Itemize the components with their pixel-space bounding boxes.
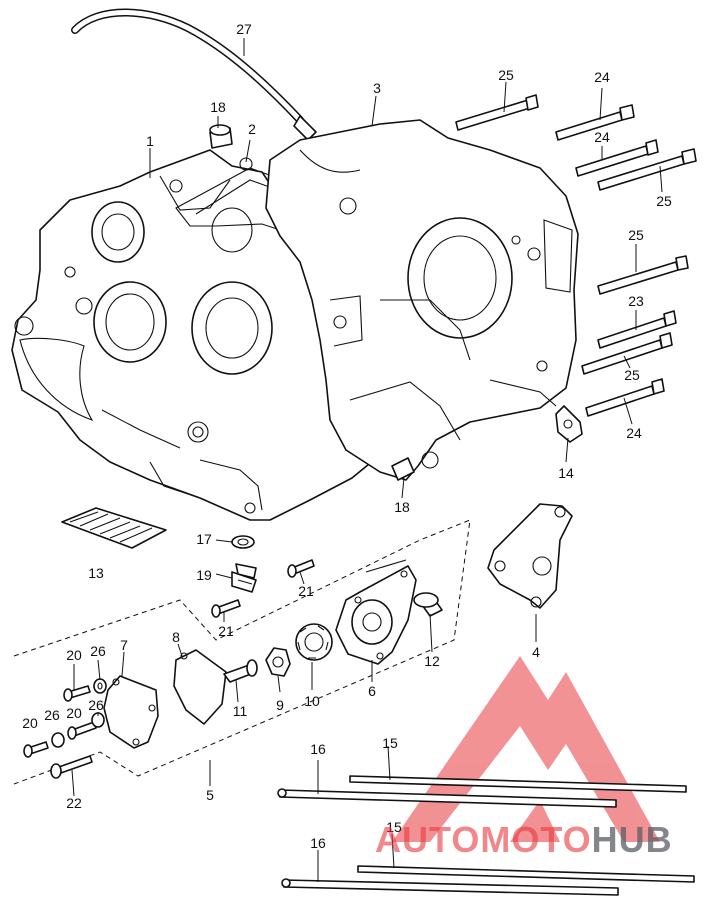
washer-26-c [51,732,65,748]
bolt-25-middle [597,255,689,295]
callout-25-middle: 25 [628,227,644,243]
callout-16-lower: 16 [310,835,326,851]
callout-5: 5 [206,787,214,803]
callout-9: 9 [276,697,284,713]
bolt-23 [597,310,677,349]
bolt-24-second [575,139,659,177]
oil-pump-cover [103,675,159,749]
watermark-text: AUTOMOTOHUB [375,819,673,860]
callout-21-upper: 21 [298,583,314,599]
sealing-washer [231,535,255,549]
inner-rotor [265,647,291,677]
outer-rotor [295,623,333,661]
washer-26-a [93,678,107,694]
callout-8: 8 [172,629,180,645]
callout-21-lower: 21 [218,623,234,639]
stud-15-upper [349,775,687,793]
watermark-text-part2: HUB [592,819,673,860]
bolt-25-top [455,94,539,131]
callout-10: 10 [304,693,320,709]
callout-20-b: 20 [22,715,38,731]
callout-25-second: 25 [656,193,672,209]
bolt-25-second [597,148,697,191]
callout-17: 17 [196,531,212,547]
dowel-pin-18-lower [391,457,415,481]
callout-6: 6 [368,683,376,699]
bolt-24-bottom [585,378,665,417]
callout-2: 2 [248,121,256,137]
callout-20-c: 20 [66,705,82,721]
callout-20-a: 20 [66,647,82,663]
screw-22 [50,755,93,779]
stud-16-lower [281,878,619,896]
callout-24-second: 24 [594,129,610,145]
oil-pump-group-bracket [13,519,471,785]
screw-21-lower [211,599,241,618]
screw-20-b [67,721,97,740]
callout-1: 1 [146,133,154,149]
screw-20-c [23,741,49,758]
callout-15-upper: 15 [382,735,398,751]
pump-cover-gasket [173,649,227,725]
callout-22: 22 [66,795,82,811]
stud-15-lower [357,865,695,883]
callout-14: 14 [558,465,574,481]
callout-25-top: 25 [498,67,514,83]
dowel-pin-18-upper [209,124,233,149]
callout-26-b: 26 [44,707,60,723]
callout-11: 11 [233,703,248,719]
watermark-text-part1: AUTOMOTO [375,819,592,860]
callout-25-lower: 25 [624,367,640,383]
clip-bracket [555,405,583,443]
oil-strainer-screen [61,507,167,549]
screw-20-a [63,685,91,702]
callout-26-c: 26 [88,697,104,713]
callout-15-lower: 15 [386,819,402,835]
bolt-25-lower [581,332,673,375]
callout-13: 13 [88,565,104,581]
bolt-24-top [555,104,635,141]
callout-16-upper: 16 [310,741,326,757]
callout-24-top: 24 [594,69,610,85]
callout-3: 3 [373,80,381,96]
callout-24-bottom: 24 [626,425,642,441]
callout-23: 23 [628,293,644,309]
callout-7: 7 [120,637,128,653]
callout-27: 27 [236,21,252,37]
leader-lines [71,38,663,882]
callout-12: 12 [424,653,440,669]
drain-plug-bolt [231,563,257,593]
dowel-sleeve [413,592,443,617]
oil-pump-gasket [487,503,573,609]
oil-pump-body [335,559,417,665]
callout-18-upper: 18 [210,99,226,115]
right-crankcase-half [265,119,579,481]
screw-21-upper [287,559,315,578]
breather-hose [71,8,317,141]
callout-4: 4 [532,644,540,660]
callout-18-lower: 18 [394,499,410,515]
stud-16-upper [277,788,617,808]
pump-drive-shaft [223,659,258,683]
callout-19: 19 [196,567,212,583]
callout-26-a: 26 [90,643,106,659]
